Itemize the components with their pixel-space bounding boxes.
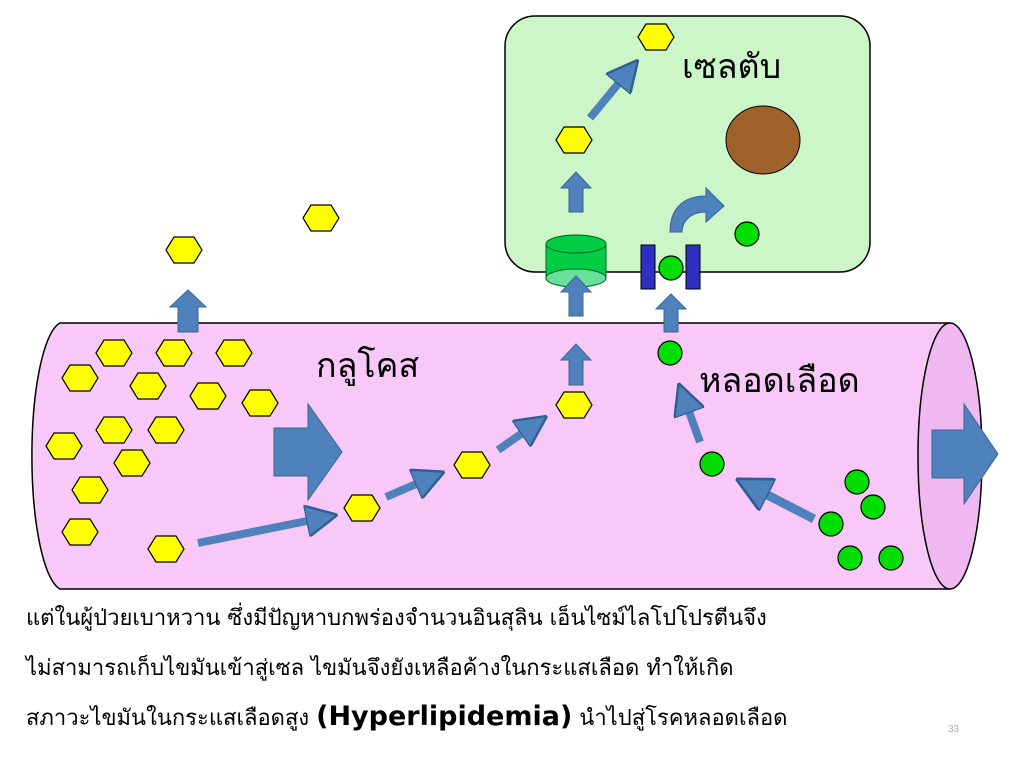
up-arrow bbox=[559, 275, 593, 317]
glucose-hexagon bbox=[147, 535, 185, 563]
page-number: 33 bbox=[948, 724, 960, 735]
caption-hyperlipidemia: (Hyperlipidemia) bbox=[316, 701, 573, 732]
glucose-hexagon bbox=[71, 476, 109, 504]
transporter-left bbox=[640, 244, 656, 290]
glucose-hexagon bbox=[165, 236, 203, 264]
lipid-circle bbox=[837, 545, 863, 571]
path-arrow bbox=[197, 518, 322, 547]
glucose-hexagon bbox=[113, 449, 151, 477]
lipid-circle bbox=[657, 340, 683, 366]
up-arrow bbox=[559, 343, 593, 386]
glucose-label: กลูโคส bbox=[316, 346, 419, 386]
lipid-molecules bbox=[657, 221, 904, 571]
flow-arrow-exit bbox=[931, 402, 999, 506]
path-arrow bbox=[586, 72, 628, 121]
lipid-circle bbox=[818, 511, 844, 537]
glucose-hexagon bbox=[95, 416, 133, 444]
caption-line-2: ไม่สามารถเก็บไขมันเข้าสู่เซล ไขมันจึงยัง… bbox=[26, 656, 734, 681]
caption-line-3: สภาวะไขมันในกระแสเลือดสูง (Hyperlipidemi… bbox=[26, 700, 787, 735]
glucose-hexagon bbox=[189, 382, 227, 410]
glucose-hexagon bbox=[155, 339, 193, 367]
lipid-circle bbox=[658, 255, 684, 281]
glucose-hexagon bbox=[343, 494, 381, 522]
glucose-channel bbox=[545, 234, 607, 288]
glucose-hexagon bbox=[555, 126, 593, 154]
glucose-hexagon bbox=[129, 372, 167, 400]
glucose-hexagon bbox=[61, 364, 99, 392]
up-arrow bbox=[559, 171, 593, 213]
cell-label: เซลตับ bbox=[682, 47, 781, 87]
glucose-hexagon bbox=[241, 389, 279, 417]
curved-arrow bbox=[669, 186, 725, 233]
path-arrow bbox=[752, 487, 817, 523]
glucose-hexagon bbox=[637, 23, 675, 51]
flow-arrow bbox=[273, 402, 343, 502]
up-arrow bbox=[168, 289, 208, 333]
glucose-hexagon bbox=[302, 204, 340, 232]
nucleus bbox=[725, 105, 801, 175]
glucose-hexagon bbox=[147, 416, 185, 444]
lipid-circle bbox=[734, 221, 760, 247]
glucose-molecules bbox=[45, 23, 675, 563]
lipid-circle bbox=[878, 545, 904, 571]
path-arrow bbox=[684, 398, 700, 444]
lipid-circle bbox=[860, 494, 886, 520]
caption-line-3-end: นำไปสู่โรคหลอดเลือด bbox=[572, 706, 788, 731]
path-arrow bbox=[495, 425, 534, 454]
glucose-hexagon bbox=[61, 518, 99, 546]
glucose-hexagon bbox=[453, 451, 491, 479]
vessel-label: หลอดเลือด bbox=[699, 361, 860, 401]
transporter-right bbox=[685, 244, 701, 290]
glucose-hexagon bbox=[45, 432, 83, 460]
path-arrow bbox=[384, 478, 430, 501]
caption-line-3-start: สภาวะไขมันในกระแสเลือดสูง bbox=[26, 706, 317, 731]
glucose-hexagon bbox=[95, 339, 133, 367]
glucose-hexagon bbox=[555, 391, 593, 419]
lipid-transport-diagram: เซลตับ กลูโคส หลอดเลือด bbox=[31, 15, 999, 590]
up-arrow bbox=[654, 293, 688, 333]
lipid-circle bbox=[699, 451, 725, 477]
lipid-circle bbox=[844, 469, 870, 495]
glucose-hexagon bbox=[215, 339, 253, 367]
caption-line-1: แต่ในผู้ป่วยเบาหวาน ซึ่งมีปัญหาบกพร่องจำ… bbox=[26, 606, 767, 631]
